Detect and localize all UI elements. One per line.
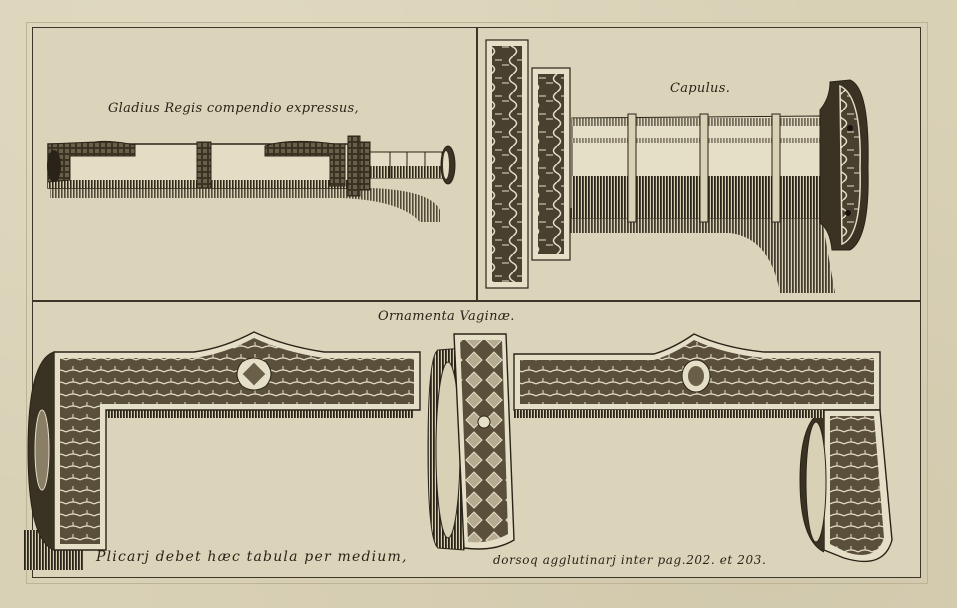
hilt-illustration — [480, 38, 880, 300]
caption-capulus: Capulus. — [670, 81, 731, 96]
horizontal-divider — [32, 300, 921, 302]
caption-gladius: Gladius Regis compendio expressus, — [108, 101, 359, 116]
scabbard-ornament-right — [424, 330, 899, 580]
footer-note-left: Plicarj debet hæc tabula per medium, — [96, 549, 408, 565]
caption-ornamenta: Ornamenta Vaginæ. — [378, 309, 515, 324]
plate-mark — [26, 22, 928, 584]
footer-note-right: dorsoq agglutinarj inter pag.202. et 203… — [493, 553, 767, 567]
scabbard-ornament-left — [24, 330, 424, 575]
vertical-divider — [476, 27, 478, 300]
sword-illustration — [40, 130, 460, 225]
